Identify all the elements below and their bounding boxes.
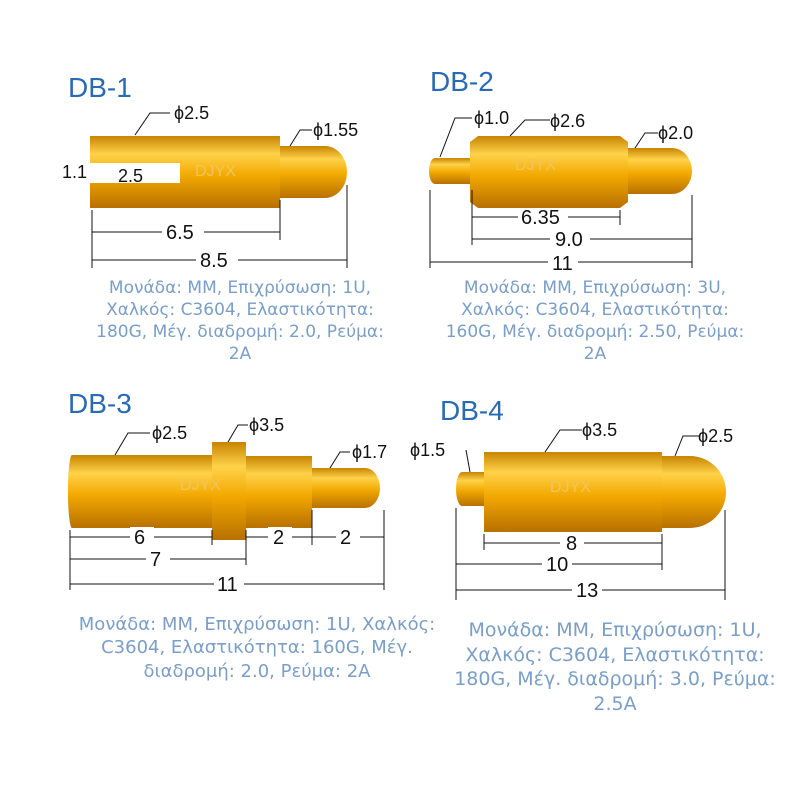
- db4-diagram: DJYX ϕ1.5 ϕ3.5 ϕ2.5 8 10 13: [410, 420, 733, 602]
- db1-description: Μονάδα: MM, Επιχρύσωση: 1U, Χαλκός: C360…: [96, 278, 384, 365]
- db3-title: DB-3: [68, 388, 132, 419]
- db3-d3: ϕ1.7: [352, 442, 387, 462]
- db2-l1: 6.35: [521, 207, 560, 229]
- watermark: DJYX: [515, 157, 556, 174]
- db4-l1: 8: [566, 533, 577, 555]
- db4-plunger: [662, 456, 726, 528]
- db4-title: DB-4: [440, 395, 504, 426]
- db4-d1: ϕ1.5: [410, 440, 445, 460]
- db1-diagram: DJYX ϕ2.5 ϕ1.55 1.1 2.5 6.5 8.5: [62, 103, 358, 272]
- db1-slot: [90, 163, 180, 183]
- db2-tail: [429, 158, 472, 184]
- db1-l1: 6.5: [166, 222, 194, 244]
- db2-description: Μονάδα: MM, Επιχρύσωση: 3U, Χαλκός: C360…: [445, 278, 745, 365]
- db1-d2: ϕ1.55: [313, 120, 358, 140]
- db2-l3: 11: [552, 253, 573, 275]
- db3-l1: 6: [134, 527, 145, 549]
- db3-description: Μονάδα: MM, Επιχρύσωση: 1U, Χαλκός: C360…: [78, 614, 436, 682]
- watermark: DJYX: [550, 479, 591, 496]
- db2-title: DB-2: [430, 66, 494, 97]
- db3-plunger: [312, 468, 380, 508]
- db2-plunger: [628, 148, 692, 194]
- db3-l4: 7: [150, 549, 161, 571]
- db2-d2: ϕ2.6: [550, 111, 585, 131]
- db4-description: Μονάδα: MM, Επιχρύσωση: 1U, Χαλκός: C360…: [454, 619, 776, 716]
- db1-slot-l: 2.5: [118, 166, 143, 186]
- watermark: DJYX: [180, 477, 221, 494]
- db3-body: [246, 456, 312, 528]
- db4-tail: [456, 472, 488, 506]
- db3-l5: 11: [217, 574, 238, 596]
- db4-d3: ϕ2.5: [698, 426, 733, 446]
- watermark: DJYX: [195, 163, 236, 180]
- db1-title: DB-1: [68, 72, 132, 103]
- db4-l3: 13: [576, 580, 598, 602]
- db2-diagram: DJYX ϕ1.0 ϕ2.6 ϕ2.0 6.35 9.0 11: [429, 108, 693, 275]
- db2-l2: 9.0: [555, 229, 583, 251]
- db3-diagram: DJYX ϕ2.5 ϕ3.5 ϕ1.7 6 2 2 7 11: [67, 415, 387, 596]
- db2-d1: ϕ1.0: [474, 108, 509, 128]
- db1-l2: 8.5: [200, 250, 228, 272]
- db4-d2: ϕ3.5: [582, 420, 617, 440]
- db1-slot-w: 1.1: [62, 162, 87, 182]
- db3-l2: 2: [273, 527, 284, 549]
- db3-collar: [212, 442, 246, 540]
- db2-barrel: [470, 136, 628, 208]
- db4-barrel: [484, 452, 662, 532]
- db3-l3: 2: [340, 527, 351, 549]
- db1-d1: ϕ2.5: [174, 103, 209, 123]
- db3-barrel: [67, 455, 212, 528]
- db3-d2: ϕ3.5: [249, 415, 284, 435]
- db3-d1: ϕ2.5: [152, 423, 187, 443]
- db4-l2: 10: [546, 554, 568, 576]
- db1-plunger: [280, 146, 347, 198]
- db2-d3: ϕ2.0: [658, 123, 693, 143]
